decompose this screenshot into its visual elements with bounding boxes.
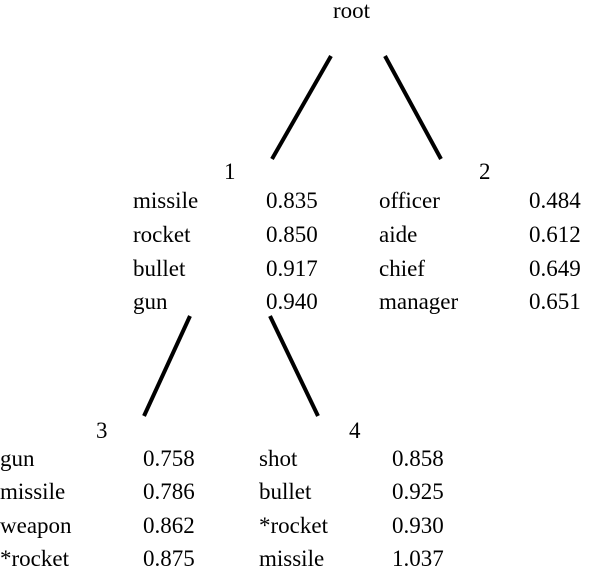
entry-word: missile [0,479,66,504]
entry-score: 0.850 [266,222,318,247]
entry-word: officer [379,188,440,213]
entry-word: gun [133,289,168,314]
edge-root-to-1 [270,55,333,160]
entry-score: 0.925 [392,479,444,504]
entry-score: 0.835 [266,188,318,213]
entry-score: 0.651 [529,289,581,314]
entry-word: *rocket [0,546,69,571]
entry-word: bullet [259,479,312,504]
entry-score: 0.858 [392,446,444,471]
entry-score: 0.940 [266,289,318,314]
edge-1-to-3 [142,315,192,417]
entry-score: 0.930 [392,513,444,538]
edge-root-to-2 [383,55,443,160]
entry-score: 0.875 [143,546,195,571]
node-label-4: 4 [349,418,361,443]
edge-1-to-4 [268,315,320,417]
node-label-2: 2 [479,159,491,184]
entry-score: 1.037 [392,546,444,571]
entry-word: chief [379,256,425,281]
entry-word: gun [0,446,35,471]
entry-score: 0.862 [143,513,195,538]
entry-word: bullet [133,256,186,281]
entry-word: shot [259,446,298,471]
root-node-label: root [333,0,371,23]
entry-word: weapon [0,513,72,538]
entry-word: *rocket [259,513,328,538]
entry-word: rocket [133,222,191,247]
entry-score: 0.758 [143,446,195,471]
node-label-3: 3 [96,418,108,443]
node-label-1: 1 [224,159,236,184]
entry-word: manager [379,289,459,314]
entry-word: aide [379,222,418,247]
entry-score: 0.786 [143,479,195,504]
entry-score: 0.612 [529,222,581,247]
entry-score: 0.917 [266,256,318,281]
entry-score: 0.649 [529,256,581,281]
entry-word: missile [133,188,199,213]
entry-word: missile [259,546,325,571]
entry-score: 0.484 [529,188,581,213]
